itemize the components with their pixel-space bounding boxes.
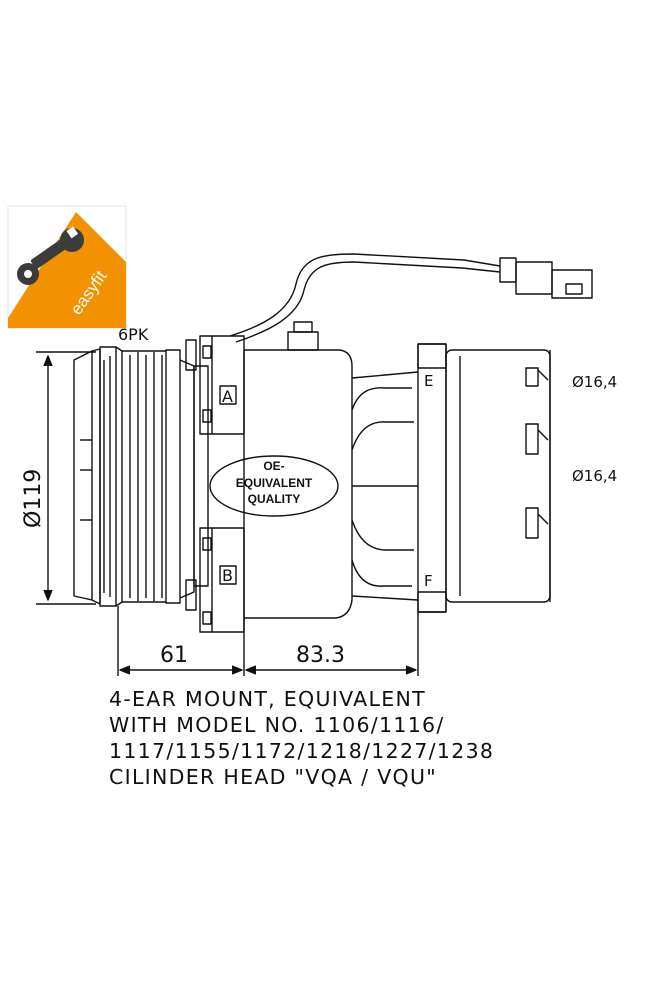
spec-note-line3: 1117/1155/1172/1218/1227/1238 [109,739,495,763]
spec-note-line2: WITH MODEL NO. 1106/1116/ [109,713,445,737]
diameter-label: Ø119 [21,469,46,528]
tag-b: B [222,566,233,585]
spec-note-line1: 4-EAR MOUNT, EQUIVALENT [109,687,426,711]
rear-head [417,343,551,613]
tag-f: F [424,572,433,590]
easyfit-badge: easyfit [7,205,127,329]
port-upper-label: Ø16,4 [572,373,617,391]
oe-label-line2: EQUIVALENT [236,476,313,490]
compressor-body [243,321,419,619]
dimension-lines [36,350,551,676]
mounting-ear-a [199,335,245,435]
port-lower-label: Ø16,4 [572,467,617,485]
wire-harness [229,253,593,343]
oe-label-line3: QUALITY [248,492,301,506]
front-flange [185,339,209,611]
oe-equivalent-ellipse [209,455,339,517]
spec-note-line4: CILINDER HEAD "VQA / VQU" [109,765,437,789]
wrench-icon [17,226,84,285]
belt-label: 6PK [118,325,149,344]
pulley [73,346,195,607]
belt-grooves [122,350,166,603]
tag-a: A [222,387,233,406]
oe-label-line1: OE- [263,459,284,473]
width-body-label: 83.3 [296,643,345,668]
width-front-label: 61 [160,643,188,668]
tag-e: E [424,372,433,390]
spec-note: 4-EAR MOUNT, EQUIVALENT WITH MODEL NO. 1… [109,686,494,790]
